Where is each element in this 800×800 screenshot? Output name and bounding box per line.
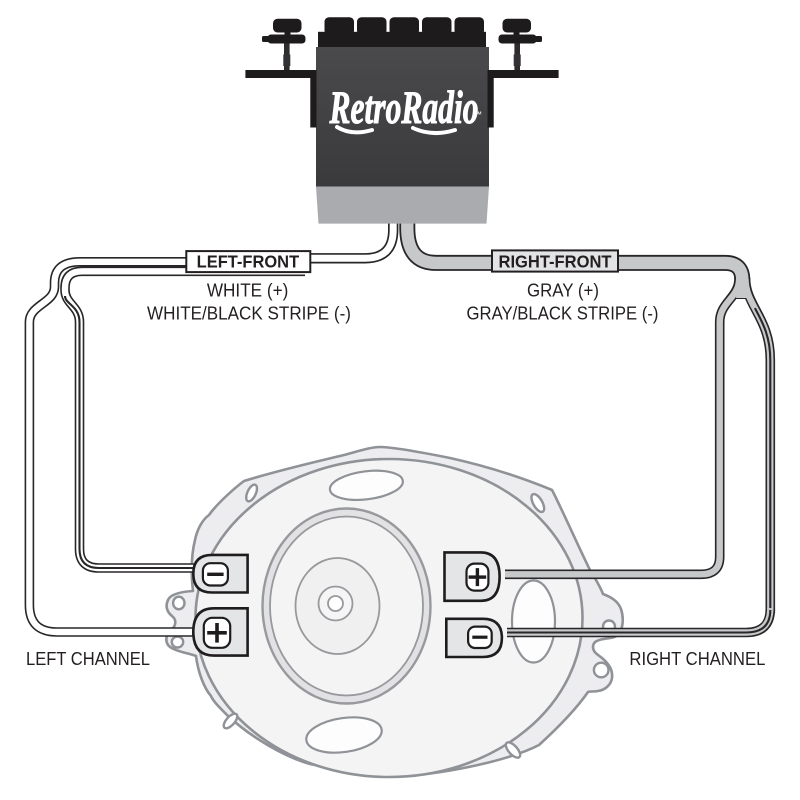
svg-text:WHITE/BLACK STRIPE (-): WHITE/BLACK STRIPE (-)	[147, 303, 351, 324]
svg-text:GRAY (+): GRAY (+)	[527, 280, 599, 301]
svg-text:WHITE (+): WHITE (+)	[207, 280, 289, 301]
svg-text:LEFT CHANNEL: LEFT CHANNEL	[26, 648, 150, 669]
svg-text:LEFT-FRONT: LEFT-FRONT	[197, 252, 300, 272]
svg-text:RIGHT CHANNEL: RIGHT CHANNEL	[629, 648, 765, 669]
svg-text:™: ™	[474, 110, 482, 119]
svg-text:RIGHT-FRONT: RIGHT-FRONT	[499, 251, 612, 271]
svg-text:RetroRadio: RetroRadio	[329, 82, 479, 134]
svg-text:GRAY/BLACK STRIPE (-): GRAY/BLACK STRIPE (-)	[467, 303, 659, 324]
